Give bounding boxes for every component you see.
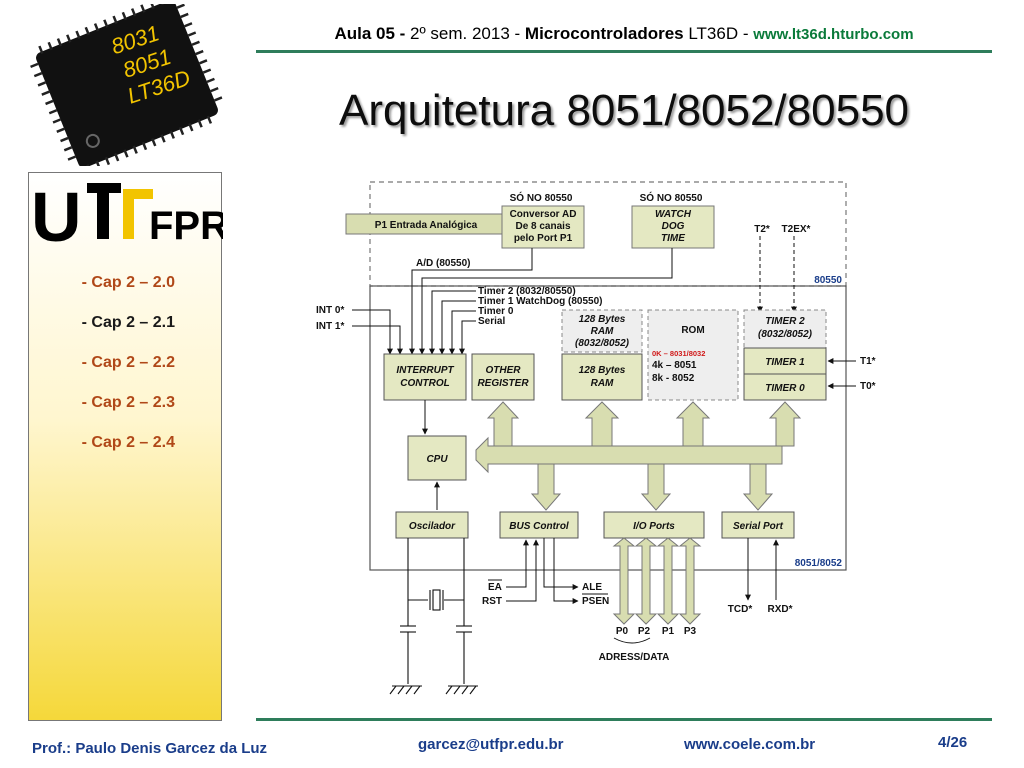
nav-item-cap-2-2[interactable]: - Cap 2 – 2.2: [81, 354, 175, 371]
logo-fpr: FPR: [149, 204, 223, 248]
footer-email-link[interactable]: garcez@utfpr.edu.br: [418, 736, 564, 753]
serial-port-text: Serial Port: [733, 521, 784, 532]
oscillator-block: [395, 511, 469, 539]
footer-divider: [256, 718, 992, 721]
header-website-link[interactable]: www.lt36d.hturbo.com: [753, 26, 914, 43]
src-timer0: Timer 0: [478, 306, 514, 317]
rxd-pin: RXD*: [767, 604, 792, 615]
int-ctrl-text-1: INTERRUPT: [396, 365, 454, 376]
rom-block: [647, 309, 739, 401]
p3-pin: P3: [684, 626, 697, 637]
bus-control-block: [499, 511, 579, 539]
io-ports-block: [603, 511, 705, 539]
cpu-block: [407, 435, 467, 481]
chapter-nav: - Cap 2 – 2.0 - Cap 2 – 2.1 - Cap 2 – 2.…: [29, 263, 223, 463]
so-80550-label-b: SÓ NO 80550: [640, 191, 703, 204]
utfpr-logo: U FPR: [31, 178, 223, 249]
ram-block: [561, 353, 643, 401]
ad-80550-label: A/D (80550): [416, 258, 470, 269]
timer2-block: [743, 309, 827, 349]
int-ctrl-text-2: CONTROL: [400, 378, 449, 389]
src-timer1: Timer 1 WatchDog (80550): [478, 296, 602, 307]
header-aula: Aula 05 -: [334, 24, 406, 43]
io-port-buses: [612, 537, 702, 625]
other-text-1: OTHER: [486, 365, 522, 376]
ale-pin: ALE: [582, 582, 602, 593]
wdt-text-2: DOG: [662, 221, 685, 232]
int1-pin: INT 1*: [316, 321, 344, 332]
p0-pin: P0: [616, 626, 629, 637]
ram-top-text-1: 128 Bytes: [579, 314, 626, 325]
chip-logo: 8031 8051 LT36D: [30, 4, 223, 166]
t2-pin: T2*: [754, 224, 770, 235]
nav-item-cap-2-1[interactable]: - Cap 2 – 2.1: [81, 314, 175, 331]
header-code: LT36D -: [688, 24, 749, 43]
so-80550-label-a: SÓ NO 80550: [510, 191, 573, 204]
int0-pin: INT 0*: [316, 305, 344, 316]
ram-top-text-3: (8032/8052): [575, 338, 630, 349]
osc-text: Oscilador: [409, 521, 456, 532]
logo-u: U: [31, 178, 82, 249]
cpu-text: CPU: [426, 454, 448, 465]
watchdog-block: [631, 205, 715, 249]
timer2-text-2: (8032/8052): [758, 329, 813, 340]
ram-top-text-2: RAM: [591, 326, 614, 337]
footer-website-link[interactable]: www.coele.com.br: [684, 736, 816, 753]
p1-pin: P1: [662, 626, 675, 637]
ram-8032-block: [561, 309, 643, 353]
p1-analog-label: P1 Entrada Analógica: [375, 220, 478, 231]
sidebar: U FPR - Cap 2 – 2.0 - Cap 2 – 2.1 - Cap …: [28, 172, 223, 721]
slide-title: Arquitetura 8051/8052/80550: [338, 86, 910, 135]
wdt-text-3: TIME: [661, 233, 685, 244]
course-header: Aula 05 - 2º sem. 2013 - Microcontrolado…: [256, 24, 992, 44]
internal-bus: [475, 436, 783, 474]
crystal-circuit: [389, 538, 478, 695]
adc-text-2: De 8 canais: [515, 221, 570, 232]
timer2-text-1: TIMER 2: [765, 316, 805, 327]
psen-pin: PSEN: [582, 596, 609, 607]
architecture-diagram: 80550 8051/8052 SÓ NO 80550 SÓ NO 80550 …: [316, 181, 876, 695]
t1-pin: T1*: [860, 356, 876, 367]
region-8051-label: 8051/8052: [795, 558, 843, 569]
timer1-text: TIMER 1: [765, 357, 805, 368]
nav-item-cap-2-0[interactable]: - Cap 2 – 2.0: [81, 274, 175, 291]
timer0-block: [743, 373, 827, 401]
t0-pin: T0*: [860, 381, 876, 392]
header-course: Microcontroladores: [524, 24, 684, 43]
t2ex-pin: T2EX*: [782, 224, 811, 235]
header-divider: [256, 50, 992, 53]
rst-pin: RST: [482, 596, 502, 607]
adc-text-1: Conversor AD: [510, 209, 577, 220]
interrupt-control-block: [383, 353, 467, 401]
footer: Prof.: Paulo Denis Garcez da Luz garcez@…: [0, 734, 1024, 764]
rom-title: ROM: [681, 325, 704, 336]
src-timer2: Timer 2 (8032/80550): [478, 286, 576, 297]
header-sem: 2º sem. 2013 -: [410, 24, 521, 43]
ea-pin: EA: [488, 582, 502, 593]
rom-4k: 4k – 8051: [652, 360, 697, 371]
other-register-block: [471, 353, 535, 401]
adress-data-label: ADRESS/DATA: [599, 652, 670, 663]
tcd-pin: TCD*: [728, 604, 753, 615]
src-serial: Serial: [478, 316, 505, 327]
other-text-2: REGISTER: [477, 378, 529, 389]
p2-pin: P2: [638, 626, 651, 637]
ram-text-1: 128 Bytes: [579, 365, 626, 376]
nav-item-cap-2-4[interactable]: - Cap 2 – 2.4: [81, 434, 175, 451]
footer-professor: Prof.: Paulo Denis Garcez da Luz: [32, 740, 268, 757]
serial-port-block: [721, 511, 795, 539]
ram-text-2: RAM: [591, 378, 614, 389]
rom-0k: 0K – 8031/8032: [652, 349, 705, 358]
region-8051: [369, 285, 847, 571]
page-number: 4/26: [938, 734, 968, 751]
rom-8k: 8k - 8052: [652, 373, 695, 384]
io-ports-text: I/O Ports: [633, 521, 675, 532]
timer0-text: TIMER 0: [765, 383, 805, 394]
nav-item-cap-2-3[interactable]: - Cap 2 – 2.3: [81, 394, 175, 411]
bus-ctrl-text: BUS Control: [509, 521, 569, 532]
adc-block: [501, 205, 585, 249]
wdt-text-1: WATCH: [655, 209, 692, 220]
adc-text-3: pelo Port P1: [514, 233, 573, 244]
region-80550-label: 80550: [814, 275, 842, 286]
